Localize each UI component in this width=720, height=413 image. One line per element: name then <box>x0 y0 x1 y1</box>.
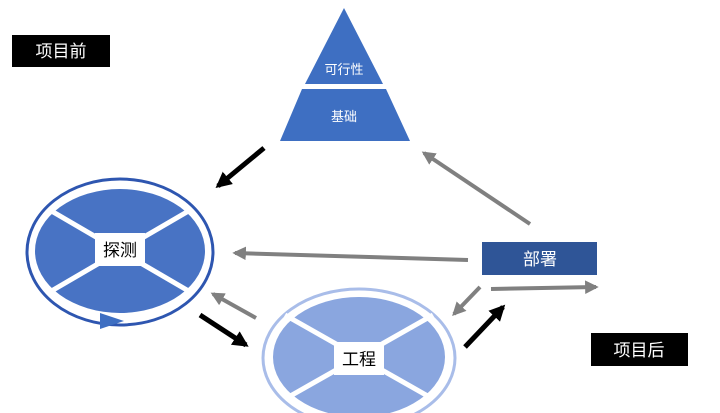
pyramid-top-feasibility <box>305 8 383 84</box>
arrow-deployment-to-after <box>490 280 599 295</box>
exploration-text: 探测 <box>103 241 137 261</box>
arrow-deployment-to-exploration <box>232 246 469 262</box>
pyramid-base-foundation <box>280 89 410 141</box>
feasibility-pyramid: 可行性 基础 <box>280 8 410 141</box>
exploration-center-box <box>95 233 145 266</box>
engineering-text: 工程 <box>342 350 376 370</box>
exploration-ring-arrowhead <box>100 313 124 329</box>
after-project-text: 项目后 <box>614 341 665 361</box>
before-project-text: 项目前 <box>36 42 87 62</box>
deployment-box: 部署 <box>482 242 597 275</box>
before-project-label: 项目前 <box>12 35 110 67</box>
foundation-text: 基础 <box>331 110 357 125</box>
arrow-foundation-to-exploration <box>215 146 266 189</box>
arrow-engineering-to-exploration <box>210 292 257 320</box>
arrow-exploration-to-engineering <box>198 312 249 348</box>
arrow-deployment-to-foundation <box>421 151 532 226</box>
after-project-label: 项目后 <box>591 333 688 366</box>
arrow-engineering-to-deployment <box>463 304 506 349</box>
arrow-deployment-to-engineering <box>452 285 482 316</box>
engineering-center-box <box>334 342 384 375</box>
exploration-wheel: 探测 <box>25 177 215 329</box>
engineering-wheel: 工程 <box>261 287 457 413</box>
feasibility-text: 可行性 <box>324 63 363 78</box>
deployment-text: 部署 <box>523 250 557 270</box>
